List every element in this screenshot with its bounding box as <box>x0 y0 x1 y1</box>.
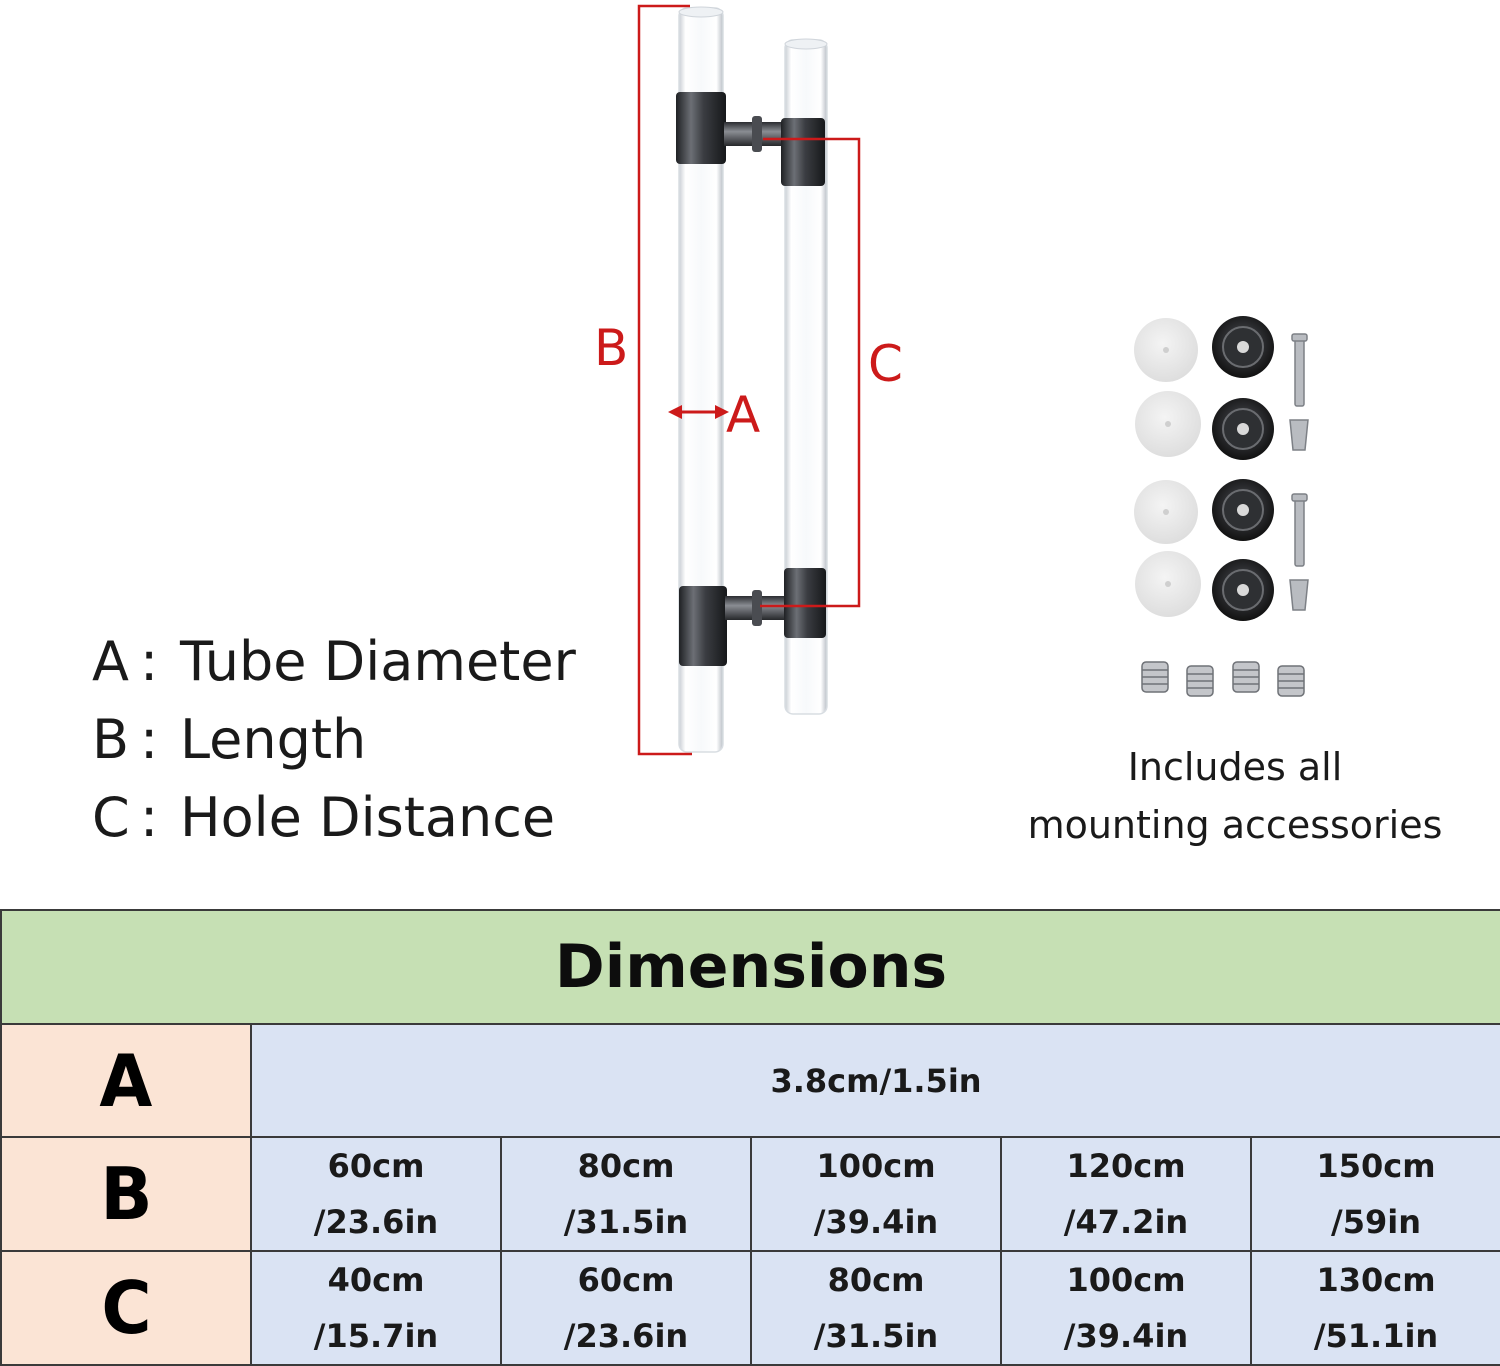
upper-connector <box>676 92 825 186</box>
cell-cm: 60cm <box>327 1147 425 1185</box>
cell-cm: 60cm <box>577 1261 675 1299</box>
legend-text: Hole Distance <box>180 785 556 849</box>
legend-item-a: A : Tube Diameter <box>92 622 576 700</box>
handle-long-tube <box>678 6 724 753</box>
length-cell: 120cm/47.2in <box>1000 1136 1252 1252</box>
accessories-caption-line2: mounting accessories <box>1027 803 1443 847</box>
cell-cm: 150cm <box>1316 1147 1436 1185</box>
washer-icon <box>1134 318 1201 617</box>
row-label-a: A <box>0 1023 252 1138</box>
legend-colon: : <box>140 785 159 849</box>
legend-letter: C <box>92 785 130 849</box>
product-figure: B C A <box>594 4 1309 756</box>
legend-text: Tube Diameter <box>180 629 576 693</box>
legend-colon: : <box>140 707 159 771</box>
legend-letter: B <box>92 707 130 771</box>
table-row-c: C 40cm/15.7in 60cm/23.6in 80cm/31.5in 10… <box>0 1250 1500 1366</box>
cell-cm: 130cm <box>1316 1261 1436 1299</box>
dimension-line-b <box>637 4 692 756</box>
cell-cm: 80cm <box>827 1261 925 1299</box>
cell-cm: 120cm <box>1066 1147 1186 1185</box>
cell-in: /39.4in <box>1063 1317 1189 1355</box>
dimension-legend: A : Tube Diameter B : Length C : Hole Di… <box>92 622 576 856</box>
row-label-c: C <box>0 1250 252 1366</box>
cell-in: /23.6in <box>563 1317 689 1355</box>
cell-in: /31.5in <box>563 1203 689 1241</box>
length-cell: 100cm/39.4in <box>750 1136 1002 1252</box>
row-label-text: A <box>99 1038 153 1123</box>
table-title: Dimensions <box>0 909 1500 1025</box>
handle-short-tube <box>784 38 828 715</box>
legend-item-c: C : Hole Distance <box>92 778 576 856</box>
legend-text: Length <box>180 707 367 771</box>
dimension-label-b: B <box>594 319 628 377</box>
row-label-b: B <box>0 1136 252 1252</box>
legend-item-b: B : Length <box>92 700 576 778</box>
accessories-caption: Includes all mounting accessories <box>1010 738 1460 854</box>
accessories-caption-line1: Includes all <box>1127 745 1343 789</box>
cell-cm: 100cm <box>816 1147 936 1185</box>
screw-icon <box>1141 661 1305 697</box>
hole-distance-cell: 80cm/31.5in <box>750 1250 1002 1366</box>
cell-cm: 80cm <box>577 1147 675 1185</box>
cell-in: /47.2in <box>1063 1203 1189 1241</box>
length-cell: 80cm/31.5in <box>500 1136 752 1252</box>
legend-letter: A <box>92 629 129 693</box>
cell-in: /31.5in <box>813 1317 939 1355</box>
dimension-arrow-a <box>668 405 729 419</box>
length-cell: 150cm/59in <box>1249 1136 1500 1252</box>
table-row-a: A 3.8cm/1.5in <box>0 1023 1500 1138</box>
cell-value: 3.8cm/1.5in <box>770 1061 982 1100</box>
tube-diameter-value: 3.8cm/1.5in <box>249 1023 1500 1138</box>
cell-in: /59in <box>1331 1203 1421 1241</box>
cell-cm: 100cm <box>1066 1261 1186 1299</box>
rosette-icon <box>1212 316 1274 621</box>
length-cell: 60cm/23.6in <box>250 1136 502 1252</box>
dimensions-table: Dimensions A 3.8cm/1.5in B 60cm/23.6in 8… <box>0 909 1500 1366</box>
dimension-line-c <box>760 137 861 608</box>
hole-distance-cell: 40cm/15.7in <box>250 1250 502 1366</box>
row-label-text: B <box>99 1152 153 1236</box>
legend-colon: : <box>140 629 159 693</box>
table-row-b: B 60cm/23.6in 80cm/31.5in 100cm/39.4in 1… <box>0 1136 1500 1252</box>
row-label-text: C <box>100 1266 152 1350</box>
cell-in: /15.7in <box>313 1317 439 1355</box>
cell-in: /51.1in <box>1313 1317 1439 1355</box>
bolt-icon <box>1289 333 1309 611</box>
cell-in: /39.4in <box>813 1203 939 1241</box>
hole-distance-cell: 130cm/51.1in <box>1249 1250 1500 1366</box>
hole-distance-cell: 100cm/39.4in <box>1000 1250 1252 1366</box>
hole-distance-cell: 60cm/23.6in <box>500 1250 752 1366</box>
dimension-label-a: A <box>726 386 760 444</box>
lower-connector <box>679 568 826 666</box>
dimension-label-c: C <box>868 335 903 393</box>
cell-in: /23.6in <box>313 1203 439 1241</box>
cell-cm: 40cm <box>327 1261 425 1299</box>
